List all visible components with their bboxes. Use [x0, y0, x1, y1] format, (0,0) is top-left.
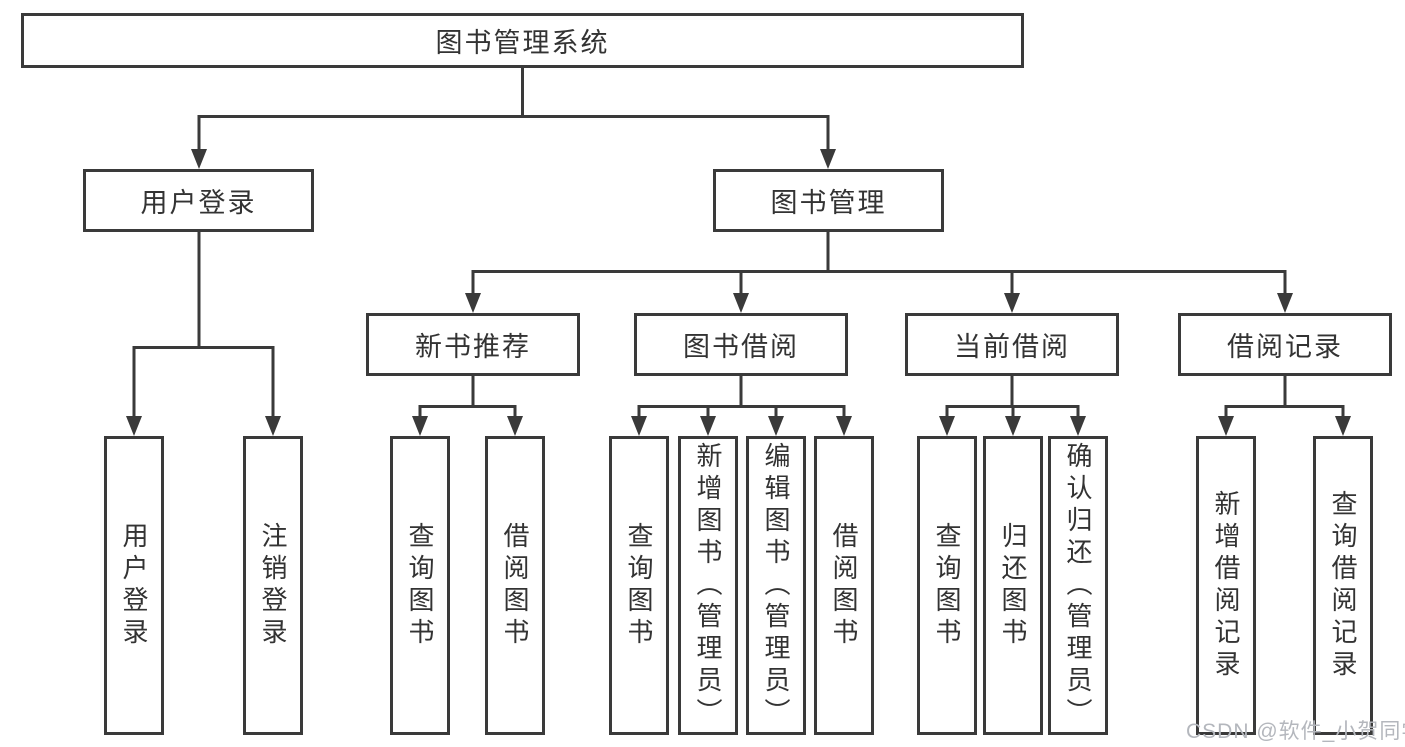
node-borrow-records: 借阅记录	[1178, 313, 1392, 376]
node-label: 借阅图书	[500, 521, 530, 650]
node-label: 确认归还（管理员）	[1063, 441, 1093, 730]
leaf-confirm-return-admin: 确认归还（管理员）	[1048, 436, 1108, 735]
node-label: 归还图书	[998, 521, 1028, 650]
node-new-book-recommend: 新书推荐	[366, 313, 580, 376]
node-root-library-system: 图书管理系统	[21, 13, 1024, 68]
node-label: 用户登录	[119, 521, 149, 650]
node-label: 注销登录	[258, 521, 288, 650]
leaf-query-borrow-record: 查询借阅记录	[1313, 436, 1373, 735]
connector-borrow-to-leaves	[631, 376, 852, 436]
leaf-borrow-books-recommend: 借阅图书	[485, 436, 545, 735]
connector-records-to-leaves	[1218, 376, 1351, 436]
leaf-add-borrow-record: 新增借阅记录	[1196, 436, 1256, 735]
connector-root-to-level2	[191, 68, 836, 169]
leaf-user-login: 用户登录	[104, 436, 164, 735]
connector-recommend-to-leaves	[412, 376, 523, 436]
leaf-query-books-borrow: 查询图书	[609, 436, 669, 735]
leaf-logout: 注销登录	[243, 436, 303, 735]
csdn-watermark: CSDN @软件_小贺同学	[1186, 720, 1405, 743]
node-book-management: 图书管理	[713, 169, 944, 232]
node-label: 图书借阅	[683, 332, 799, 362]
leaf-query-books-current: 查询图书	[917, 436, 977, 735]
leaf-borrow-books-borrow: 借阅图书	[814, 436, 874, 735]
node-label: 借阅记录	[1227, 332, 1343, 362]
connector-bookmgmt-to-level3	[465, 232, 1293, 313]
connector-login-to-leaves	[126, 232, 281, 436]
node-label: 查询借阅记录	[1328, 489, 1358, 682]
node-label: 当前借阅	[954, 332, 1070, 362]
node-label: 查询图书	[932, 521, 962, 650]
node-label: 新增图书（管理员）	[693, 441, 723, 730]
leaf-return-book: 归还图书	[983, 436, 1043, 735]
leaf-add-book-admin: 新增图书（管理员）	[678, 436, 738, 735]
node-label: 查询图书	[405, 521, 435, 650]
leaf-query-books-recommend: 查询图书	[390, 436, 450, 735]
node-current-borrow: 当前借阅	[905, 313, 1119, 376]
node-label: 查询图书	[624, 521, 654, 650]
node-user-login: 用户登录	[83, 169, 314, 232]
node-label: 新增借阅记录	[1211, 489, 1241, 682]
node-label: 借阅图书	[829, 521, 859, 650]
node-label: 用户登录	[140, 188, 257, 218]
node-label: 新书推荐	[415, 332, 531, 362]
leaf-edit-book-admin: 编辑图书（管理员）	[746, 436, 806, 735]
node-label: 图书管理	[770, 188, 887, 218]
node-label: 编辑图书（管理员）	[761, 441, 791, 730]
connector-current-to-leaves	[939, 376, 1086, 436]
node-label: 图书管理系统	[435, 28, 610, 58]
node-book-borrow: 图书借阅	[634, 313, 848, 376]
